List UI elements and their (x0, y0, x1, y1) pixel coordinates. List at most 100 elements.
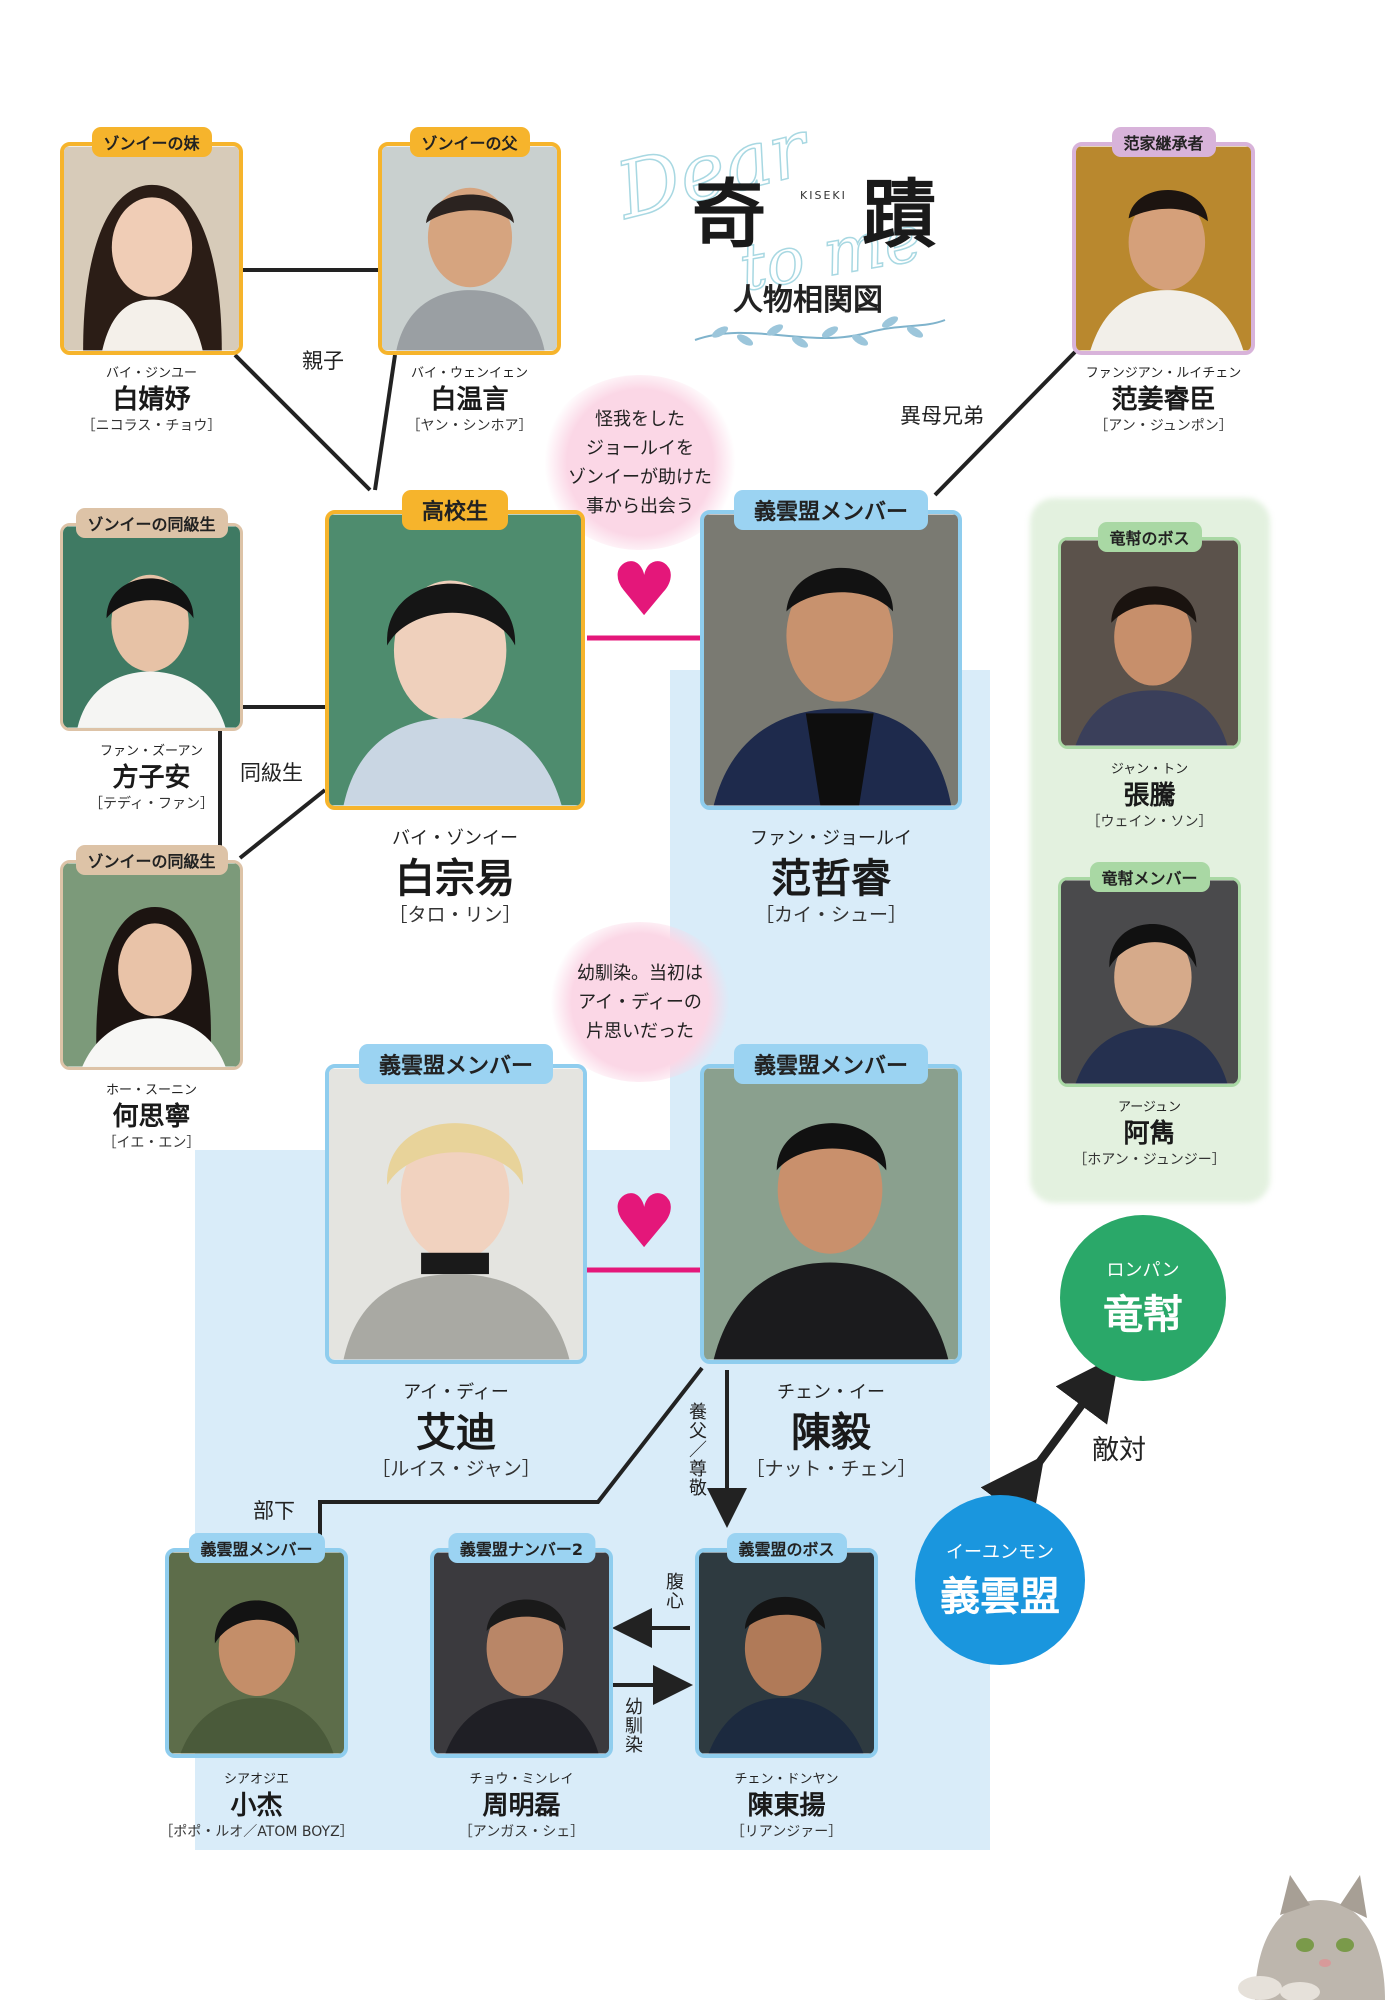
character-actor: ［リアンジァー］ (730, 1824, 843, 1840)
character-name: 阿雋 (1123, 1119, 1176, 1149)
person-photo-icon (1076, 146, 1251, 351)
bubble-crush-text: 幼馴染。当初は アイ・ディーの 片思いだった (577, 962, 703, 1042)
character-role-tag: 竜幇のボス (1097, 522, 1202, 552)
character-kana: チェン・ドンヤン (734, 1772, 839, 1787)
person-photo-icon (1061, 880, 1238, 1084)
character-kana: ジャン・トン (1110, 762, 1189, 777)
label-hostile: 敵対 (1092, 1435, 1146, 1466)
character-kana: ホー・スーニン (105, 1083, 197, 1098)
character-name: 白婧妤 (112, 385, 191, 415)
character-kana: バイ・ゾンイー (392, 828, 518, 849)
gang-yiyunmeng-name: 義雲盟 (940, 1574, 1060, 1620)
character-name: 白温言 (430, 385, 509, 415)
character-kana: チェン・イー (777, 1382, 885, 1403)
character-kana: アイ・ディー (403, 1382, 509, 1403)
person-photo-icon (329, 1068, 583, 1360)
line-chenyi-xiaojie (318, 1366, 704, 1553)
character-photo (1058, 537, 1241, 749)
character-role-tag: 義雲盟メンバー (188, 1533, 325, 1563)
character-photo (695, 1548, 878, 1758)
label-half-brothers: 異母兄弟 (900, 404, 984, 428)
line-ruichen-zherui (933, 350, 1077, 497)
character-name: 艾迪 (416, 1410, 496, 1456)
person-photo-icon (704, 1068, 958, 1360)
character-actor: ［アンガス・シェ］ (458, 1824, 585, 1840)
character-kana: アージュン (1117, 1100, 1182, 1115)
character-kana: バイ・ウェンイェン (410, 366, 528, 381)
character-actor: ［ヤン・シンホア］ (406, 418, 533, 434)
character-photo (700, 510, 962, 810)
person-photo-icon (434, 1552, 609, 1754)
cat-icon (1238, 1875, 1385, 2000)
character-photo (60, 860, 243, 1070)
character-kana: シアオジエ (223, 1772, 289, 1787)
character-actor: ［ウェイン・ソン］ (1086, 814, 1213, 830)
character-kana: ファン・ズーアン (100, 744, 203, 759)
person-photo-icon (699, 1552, 874, 1754)
character-name: 陳東揚 (747, 1791, 826, 1821)
character-actor: ［ホアン・ジュンジー］ (1073, 1152, 1226, 1168)
gang-longbang: ロンパン 竜幇 (1060, 1215, 1226, 1381)
character-photo (60, 523, 243, 731)
character-actor: ［テディ・ファン］ (88, 796, 215, 812)
hostile-arrow (980, 1354, 1120, 1526)
character-role-tag: 竜幇メンバー (1089, 862, 1210, 892)
title-main: 奇蹟 (692, 155, 940, 262)
title-char-2: 蹟 (862, 172, 940, 258)
line-sining-zongyi (238, 788, 327, 860)
character-name: 何思寧 (112, 1102, 191, 1132)
character-kana: チョウ・ミンレイ (469, 1772, 574, 1787)
gang-yiyunmeng: イーユンモン 義雲盟 (915, 1495, 1085, 1665)
character-role-tag: 義雲盟ナンバー2 (447, 1533, 596, 1563)
title-block: Dear to me 奇蹟 KISEKI 人物相関図 (600, 105, 1040, 355)
character-photo (1058, 877, 1241, 1087)
label-confidant: 腹心 (663, 1572, 684, 1610)
person-photo-icon (329, 514, 581, 806)
character-actor: ［イエ・エン］ (102, 1135, 201, 1151)
character-actor: ［ルイス・ジャン］ (371, 1458, 541, 1480)
character-name: 范姜睿臣 (1111, 385, 1216, 415)
character-name: 白宗易 (395, 856, 515, 902)
character-actor: ［カイ・シュー］ (754, 904, 907, 926)
person-photo-icon (169, 1552, 344, 1754)
character-photo (700, 1064, 962, 1364)
person-photo-icon (382, 146, 557, 351)
character-role-tag: ゾンイーの同級生 (75, 845, 228, 875)
character-photo (165, 1548, 348, 1758)
heart-icon: ♥ (611, 547, 678, 633)
character-kana: バイ・ジンユー (105, 366, 197, 381)
character-name: 周明磊 (482, 1791, 561, 1821)
label-foster-father: 養父／尊敬 (686, 1402, 707, 1497)
heart-icon: ♥ (611, 1179, 678, 1265)
character-kana: ファンジアン・ルイチェン (1085, 366, 1242, 381)
character-role-tag: ゾンイーの同級生 (75, 508, 228, 538)
character-role-tag: 范家継承者 (1111, 127, 1216, 157)
title-romaji: KISEKI (800, 189, 847, 202)
character-name: 小杰 (230, 1791, 283, 1821)
person-photo-icon (704, 514, 958, 806)
character-actor: ［ニコラス・チョウ］ (81, 418, 222, 434)
title-char-1: 奇 (692, 172, 770, 258)
label-subordinate: 部下 (253, 1499, 295, 1523)
character-name: 張騰 (1123, 781, 1176, 811)
character-role-tag: ゾンイーの父 (409, 127, 530, 157)
person-photo-icon (64, 146, 239, 351)
gang-longbang-name: 竜幇 (1103, 1292, 1183, 1338)
label-classmates: 同級生 (240, 761, 303, 785)
person-photo-icon (63, 863, 240, 1067)
character-actor: ［ナット・チェン］ (745, 1458, 917, 1480)
vine-icon (694, 316, 946, 348)
character-kana: ファン・ジョールイ (750, 828, 912, 849)
person-photo-icon (1061, 540, 1238, 746)
line-jingyu-zongyi (233, 353, 372, 492)
character-photo (1072, 142, 1255, 355)
gang-yiyunmeng-kana: イーユンモン (946, 1542, 1054, 1563)
label-parent-child: 親子 (302, 349, 344, 373)
character-actor: ［ポポ・ルオ／ATOM BOYZ］ (159, 1824, 354, 1840)
character-actor: ［アン・ジュンポン］ (1094, 418, 1233, 434)
character-photo (60, 142, 243, 355)
character-role-tag: 義雲盟のボス (726, 1533, 847, 1563)
character-role-tag: 義雲盟メンバー (358, 1044, 554, 1084)
bubble-crush: 幼馴染。当初は アイ・ディーの 片思いだった (545, 922, 735, 1082)
